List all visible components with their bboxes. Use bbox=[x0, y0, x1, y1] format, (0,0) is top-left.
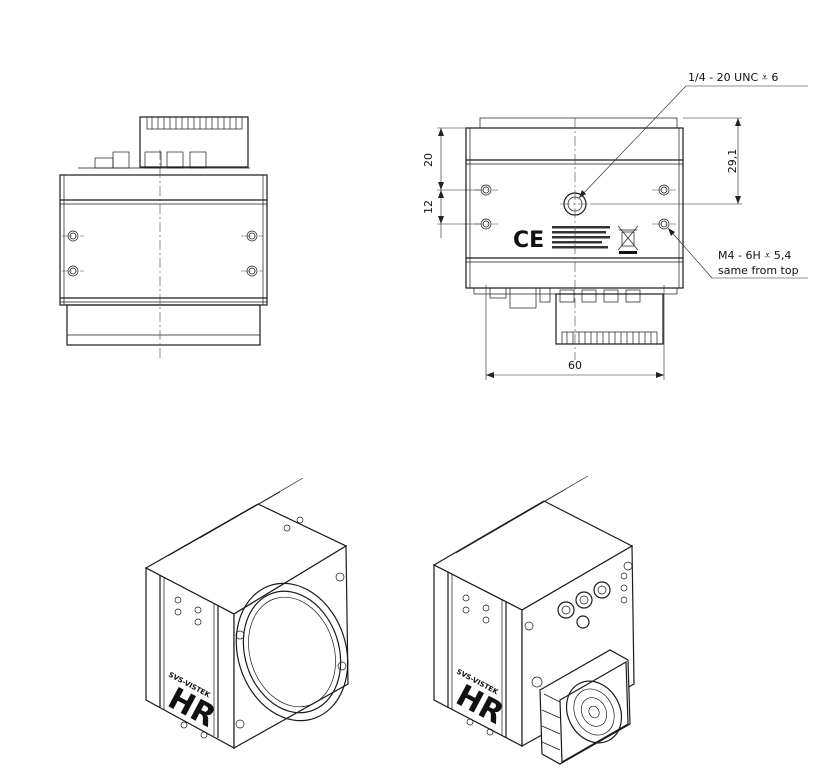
tripod-thread-label: 1/4 - 20 UNC ⩡ 6 bbox=[688, 71, 778, 84]
side-view-fins bbox=[151, 117, 237, 129]
dimension-20: 20 bbox=[422, 127, 480, 191]
tripod-thread-callout: 1/4 - 20 UNC ⩡ 6 bbox=[578, 71, 808, 199]
dimension-29-1: 29,1 bbox=[590, 117, 742, 205]
mount-holes-label: M4 - 6H ⩡ 5,4 bbox=[718, 249, 791, 262]
dimension-12: 12 bbox=[422, 190, 480, 238]
bottom-view-body bbox=[465, 127, 684, 289]
side-view-body bbox=[59, 174, 268, 306]
dimension-29-1-label: 29,1 bbox=[726, 149, 739, 174]
dimension-12-label: 12 bbox=[422, 200, 435, 214]
dimension-60: 60 bbox=[485, 285, 665, 380]
dimension-60-label: 60 bbox=[568, 359, 582, 372]
iso-view-back: SVS-VISTEK HR bbox=[432, 475, 635, 765]
side-view bbox=[59, 116, 268, 360]
ce-mark: CE bbox=[513, 228, 544, 253]
mount-holes-callout: M4 - 6H ⩡ 5,4 same from top bbox=[667, 227, 808, 279]
bottom-view: CE bbox=[465, 117, 684, 360]
iso-view-front: SVS-VISTEK HR bbox=[144, 477, 349, 750]
weee-bin-icon bbox=[617, 225, 639, 254]
dimension-20-label: 20 bbox=[422, 153, 435, 167]
mount-holes-note: same from top bbox=[718, 264, 799, 277]
bottom-view-fins bbox=[566, 332, 652, 344]
label-text-block bbox=[552, 226, 610, 249]
